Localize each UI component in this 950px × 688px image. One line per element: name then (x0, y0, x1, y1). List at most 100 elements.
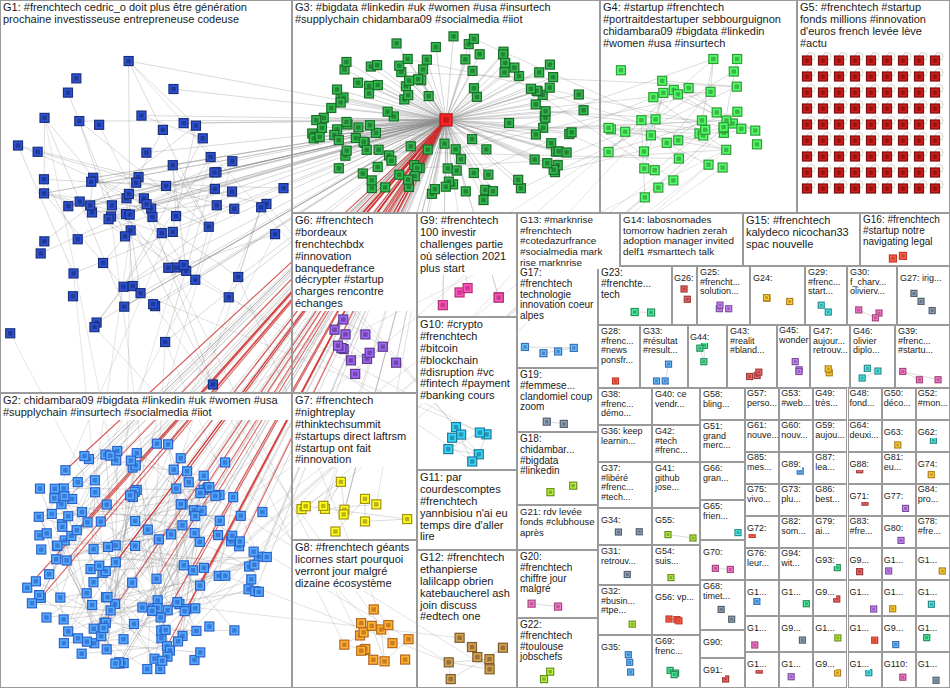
edge-layer (10, 36, 938, 679)
group-box: G63: (882, 420, 916, 452)
network-edge (204, 120, 446, 490)
group-label: G70: (701, 547, 725, 559)
network-edge (165, 120, 446, 342)
network-vertex (167, 530, 176, 539)
network-vertex (42, 529, 51, 538)
group-label: G77: (883, 492, 905, 502)
group-label: G1... (917, 624, 939, 634)
network-vertex (754, 598, 760, 604)
network-vertex (95, 120, 104, 129)
network-vertex (475, 50, 484, 59)
group-label: G91: (701, 665, 725, 677)
network-edge (337, 94, 678, 129)
network-vertex (819, 184, 828, 193)
network-vertex (929, 308, 935, 314)
network-vertex (796, 368, 802, 374)
network-vertex (931, 136, 940, 145)
group-label: G41: github jose... (653, 463, 699, 494)
group-box: G9: #frenchtech 100 investir challenges … (417, 213, 517, 317)
network-vertex (401, 655, 410, 664)
network-vertex (803, 601, 809, 607)
network-vertex (357, 646, 366, 655)
network-vertex (669, 176, 678, 185)
network-vertex (257, 203, 266, 212)
network-vertex (317, 123, 326, 132)
network-vertex (212, 201, 221, 210)
network-vertex (900, 674, 906, 680)
network-vertex (449, 32, 458, 41)
network-vertex (883, 152, 892, 161)
network-vertex (69, 292, 78, 301)
group-label: G49: très... (814, 389, 846, 408)
network-vertex (120, 302, 129, 311)
group-label: G80: (883, 524, 905, 534)
network-vertex (723, 676, 729, 682)
group-label: G54: suis... (653, 546, 699, 567)
network-edge (148, 120, 446, 530)
network-vertex (455, 633, 464, 642)
group-label: G81: eu... (883, 453, 915, 472)
network-vertex (234, 272, 243, 281)
network-vertex (473, 653, 482, 662)
group-box: G82: som... (779, 516, 813, 548)
network-edge (446, 95, 543, 120)
network-vertex (106, 451, 115, 460)
network-edge (194, 59, 714, 510)
group-label: G39: #frenc... #startu... (896, 326, 949, 357)
network-vertex (206, 153, 215, 162)
group-label: G35: (599, 642, 623, 654)
network-vertex (214, 531, 223, 540)
group-box: G72: (745, 516, 779, 548)
group-box: G11: par courdescomptes #frenchtech yann… (417, 470, 517, 550)
group-box: G75: vivo... (745, 484, 779, 516)
network-edge (135, 521, 170, 650)
network-vertex (52, 555, 61, 564)
network-edge (32, 603, 111, 610)
network-vertex (128, 578, 137, 587)
group-label: G55: (653, 515, 677, 527)
network-vertex (673, 90, 682, 99)
network-vertex (358, 169, 367, 178)
network-vertex (111, 558, 120, 567)
network-vertex (131, 517, 140, 526)
network-vertex (501, 58, 510, 67)
network-vertex (395, 170, 404, 179)
network-vertex (570, 482, 577, 489)
network-edge (337, 90, 446, 120)
network-vertex (658, 76, 667, 85)
network-vertex (191, 512, 200, 521)
network-vertex (440, 114, 452, 126)
network-vertex (930, 437, 936, 443)
network-vertex (176, 454, 185, 463)
network-edge (106, 161, 232, 597)
network-vertex (851, 104, 860, 113)
group-box: G68: timet... (700, 580, 745, 630)
group-label: G65: frien... (701, 501, 744, 522)
network-vertex (899, 120, 908, 129)
network-edge (57, 546, 225, 576)
network-edge (239, 120, 446, 546)
network-vertex (604, 147, 613, 156)
group-label: G68: timet... (701, 581, 744, 602)
network-vertex (752, 642, 758, 648)
group-label: G31: retrouv... (599, 546, 651, 567)
network-vertex (540, 350, 547, 357)
network-vertex (835, 120, 844, 129)
network-edge (41, 476, 204, 598)
network-vertex (803, 56, 812, 65)
network-vertex (494, 293, 503, 302)
network-vertex (152, 439, 161, 448)
network-vertex (179, 561, 188, 570)
group-label: G46: olivier diplo... (851, 326, 894, 357)
network-vertex (899, 252, 906, 259)
group-label: G1... (883, 556, 905, 566)
network-vertex (562, 148, 571, 157)
network-vertex (819, 120, 828, 129)
network-vertex (64, 512, 73, 521)
group-label: G4: #startup #frenchtech #portraitdestar… (601, 1, 796, 51)
network-vertex (247, 575, 256, 584)
network-vertex (422, 55, 431, 64)
group-label: G9: #frenchtech 100 investir challenges … (418, 214, 516, 275)
network-vertex (915, 88, 924, 97)
group-label: G1... (746, 624, 768, 634)
